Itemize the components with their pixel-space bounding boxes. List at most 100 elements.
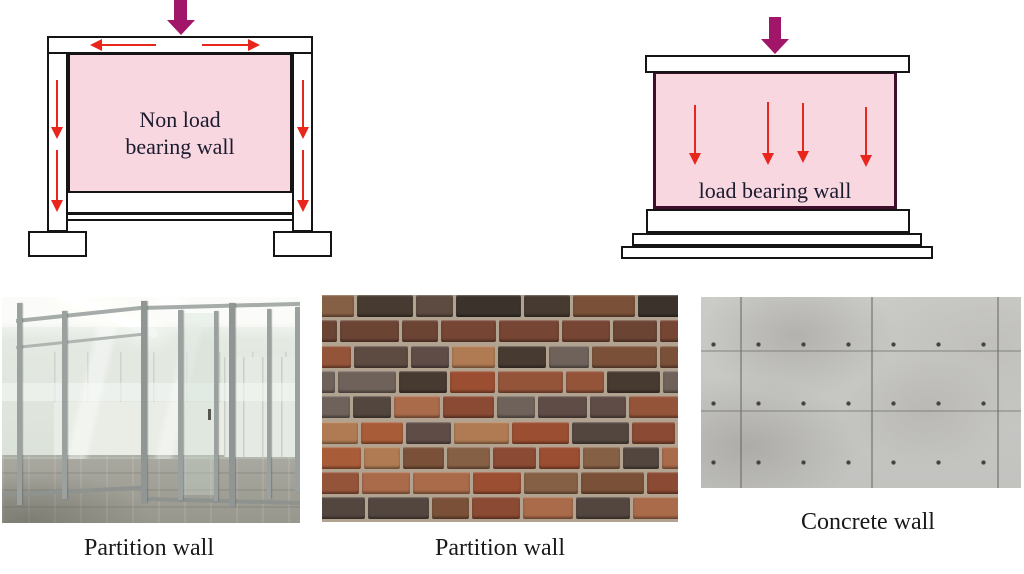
load-bearing-label: load bearing wall — [698, 178, 852, 203]
glass-mullion — [17, 303, 22, 505]
brick — [590, 396, 626, 419]
door-handle — [208, 409, 211, 420]
photo-caption-concrete: Concrete wall — [801, 509, 935, 535]
brick-row — [322, 370, 678, 393]
brick — [663, 370, 678, 393]
brick — [353, 396, 391, 419]
carpet-floor — [2, 455, 300, 523]
brick — [456, 295, 521, 317]
brick — [454, 421, 509, 444]
non-load-bearing-diagram: Non load bearing wall — [0, 0, 360, 280]
applied-load-arrow — [174, 0, 187, 20]
concrete-wall-photo — [701, 297, 1021, 488]
wall-force-arrow — [694, 105, 696, 153]
brick — [403, 446, 444, 469]
door-frame — [214, 311, 218, 501]
brick — [354, 345, 408, 368]
photo-caption-partition-left: Partition wall — [84, 535, 214, 561]
brick — [524, 295, 570, 317]
brick — [583, 446, 620, 469]
brick — [472, 497, 520, 520]
label-line-2: bearing wall — [125, 134, 235, 159]
bottom-slab — [66, 213, 294, 221]
top-beam — [47, 36, 313, 54]
brick — [660, 320, 678, 343]
brick — [416, 295, 453, 317]
glass-tint — [2, 327, 300, 459]
brick — [498, 345, 546, 368]
brick — [413, 472, 470, 495]
brick — [364, 446, 400, 469]
brick-row — [322, 446, 678, 469]
glass-mullion — [141, 301, 147, 503]
brick — [402, 320, 438, 343]
brick — [629, 396, 678, 419]
column-force-arrow — [302, 150, 304, 200]
brick — [340, 320, 399, 343]
brick — [512, 421, 569, 444]
brick-row — [322, 421, 678, 444]
brick — [498, 370, 563, 393]
non-load-bearing-label: Non load bearing wall — [68, 53, 292, 203]
brick — [538, 396, 587, 419]
brick — [443, 396, 494, 419]
load-bearing-diagram: load bearing wall — [600, 0, 960, 280]
brick — [406, 421, 451, 444]
brick — [368, 497, 429, 520]
brick — [524, 472, 578, 495]
column-force-arrow — [56, 80, 58, 127]
brick — [394, 396, 440, 419]
glass-partition-photo — [2, 297, 300, 523]
brick — [473, 472, 521, 495]
glass-mullion — [267, 309, 271, 499]
brick — [539, 446, 580, 469]
storage-wall — [224, 357, 300, 457]
brick — [322, 497, 365, 520]
panel-joint — [701, 350, 1021, 352]
panel-joint — [701, 410, 1021, 412]
label-line-1: Non load — [139, 107, 221, 132]
wall-force-arrow — [802, 103, 804, 151]
beam-force-arrow-right — [202, 44, 248, 46]
right-footing — [273, 231, 332, 257]
brick — [499, 320, 559, 343]
lower-wall — [54, 402, 224, 455]
column-force-arrow — [56, 150, 58, 200]
brick — [361, 421, 403, 444]
brick-row — [322, 497, 678, 520]
wall-force-arrow — [865, 107, 867, 155]
brick-row — [322, 396, 678, 419]
brick — [573, 295, 635, 317]
brick — [322, 396, 350, 419]
glass-mullion — [295, 307, 300, 492]
glass-mullion — [229, 303, 235, 507]
brick-row — [322, 345, 678, 368]
foundation-slab-3 — [621, 246, 933, 259]
brick — [338, 370, 396, 393]
brick — [623, 446, 659, 469]
brick-row — [322, 472, 678, 495]
panel-joint — [740, 297, 742, 488]
photo-caption-partition-middle: Partition wall — [435, 535, 565, 561]
beam-force-arrow-left — [102, 44, 156, 46]
applied-load-arrow — [769, 17, 781, 39]
brick — [572, 421, 629, 444]
brick — [399, 370, 447, 393]
brick — [549, 345, 589, 368]
brick — [322, 345, 351, 368]
brick — [660, 345, 678, 368]
brick-row — [322, 320, 678, 343]
brick — [447, 446, 490, 469]
brick — [562, 320, 610, 343]
brick — [638, 295, 678, 317]
brick — [322, 421, 358, 444]
brick — [633, 497, 678, 520]
brick — [322, 370, 335, 393]
brick-row — [322, 295, 678, 317]
frosted-band — [2, 383, 300, 401]
brick — [450, 370, 495, 393]
left-footing — [28, 231, 87, 257]
brick — [647, 472, 678, 495]
glass-mullion — [178, 310, 183, 500]
panel-joint — [871, 297, 873, 488]
